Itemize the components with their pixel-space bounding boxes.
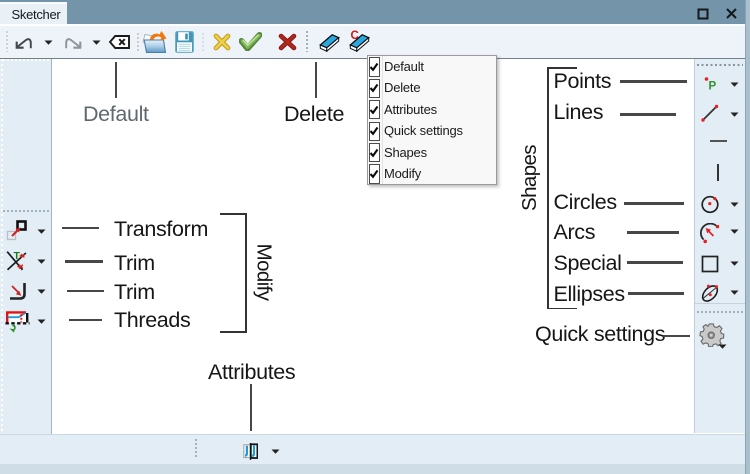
svg-text:T: T (14, 250, 21, 262)
svg-text:P: P (709, 81, 717, 92)
